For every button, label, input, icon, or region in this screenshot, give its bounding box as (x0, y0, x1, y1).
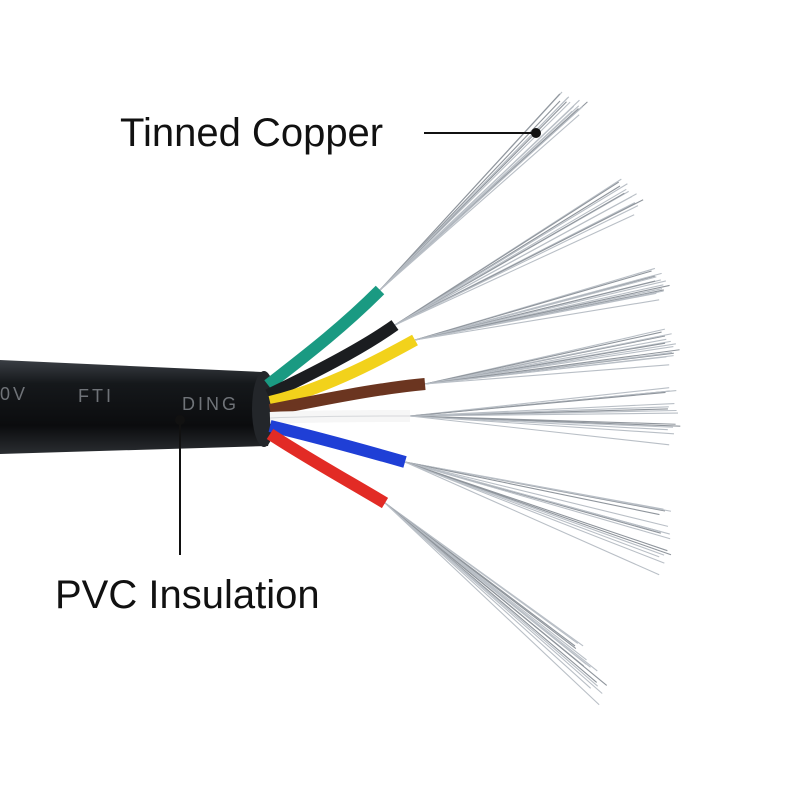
copper-strand (394, 214, 635, 326)
copper-strand (414, 270, 652, 341)
copper-strand (409, 391, 666, 417)
copper-strand (394, 183, 628, 326)
copper-strand (404, 461, 660, 516)
pvc-jacket: 0V FTI DING (0, 360, 276, 454)
copper-strand (404, 461, 664, 510)
copper-strand (424, 349, 680, 385)
copper-strand (404, 461, 660, 576)
copper-strand (394, 193, 637, 326)
copper-strand (384, 502, 603, 694)
copper-strand (424, 364, 670, 385)
copper-strand (424, 331, 662, 385)
copper-strand (409, 412, 679, 417)
copper-strand (379, 96, 570, 291)
conductor-group (264, 285, 426, 509)
conductor-insulation (266, 428, 389, 509)
copper-leader-dot (531, 128, 541, 138)
conductor-insulation (268, 420, 407, 468)
conductor-insulation (264, 285, 385, 390)
copper-strand (384, 502, 600, 706)
copper-strand (404, 461, 660, 558)
copper-strand (424, 333, 672, 385)
copper-strand (409, 415, 670, 446)
copper-strand (384, 502, 598, 672)
pvc-insulation-label: PVC Insulation (55, 573, 320, 617)
copper-strand (384, 502, 608, 686)
copper-strand (404, 461, 665, 564)
copper-strand (424, 338, 667, 385)
copper-strand (404, 461, 672, 556)
copper-strand (404, 461, 662, 533)
conductor-insulation (265, 320, 399, 401)
copper-strand (414, 284, 670, 341)
copper-strand (409, 387, 670, 417)
copper-strand (404, 461, 671, 540)
copper-strand (394, 181, 620, 326)
copper-strand (414, 299, 660, 341)
copper-strand (424, 355, 674, 385)
copper-strand (409, 415, 675, 435)
conductor-outline (269, 415, 411, 419)
copper-strand (414, 280, 666, 341)
jacket-print-2: FTI (78, 386, 114, 406)
copper-strand (409, 415, 681, 427)
copper-strand (384, 502, 579, 644)
copper-strand (379, 114, 580, 291)
copper-strand (394, 205, 639, 326)
conductor-insulation (268, 334, 418, 408)
jacket-print-3: DING (182, 394, 239, 414)
copper-strand (404, 461, 669, 527)
conductor-insulation (268, 378, 426, 416)
copper-strand (384, 502, 592, 689)
copper-strand (424, 343, 676, 385)
tinned-copper-strands (379, 91, 681, 706)
copper-strand (409, 406, 669, 417)
copper-strand (414, 290, 664, 341)
pvc-leader-dot (175, 415, 185, 425)
tinned-copper-label: Tinned Copper (120, 111, 384, 155)
copper-strand (414, 276, 657, 341)
copper-strand (379, 106, 583, 291)
copper-strand (379, 93, 561, 291)
jacket-print-1: 0V (0, 384, 28, 404)
copper-strand (394, 188, 627, 326)
